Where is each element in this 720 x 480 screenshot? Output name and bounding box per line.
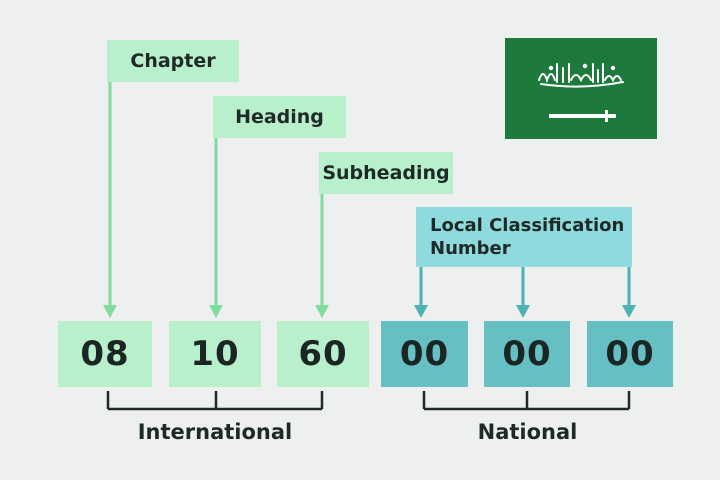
- digit-box-subheading: 60: [277, 321, 369, 387]
- subheading-text: Subheading: [322, 162, 450, 184]
- digit-subheading: 60: [298, 334, 348, 374]
- digit-box-heading: 10: [169, 321, 261, 387]
- digit-national-1: 00: [399, 334, 450, 374]
- local-classification-line1: Local Classification: [430, 215, 625, 236]
- digit-national-3: 00: [605, 334, 655, 374]
- digit-national-2: 00: [502, 334, 552, 374]
- subheading-label: Subheading: [319, 152, 453, 194]
- local-classification-line2: Number: [430, 238, 511, 259]
- digit-chapter: 08: [80, 334, 130, 374]
- sword-icon: [549, 110, 616, 122]
- national-label: National: [477, 420, 578, 444]
- digit-box-chapter: 08: [58, 321, 152, 387]
- local-classification-label: Local Classification Number: [416, 207, 632, 267]
- international-label: International: [137, 420, 293, 444]
- saudi-flag: [505, 38, 657, 139]
- national-bracket: [422, 391, 631, 411]
- digit-box-national-1: 00: [381, 321, 468, 387]
- flag-emblem: [538, 63, 624, 122]
- international-bracket: [106, 391, 324, 411]
- heading-label: Heading: [213, 96, 346, 138]
- digit-heading: 10: [190, 334, 240, 374]
- digit-box-national-2: 00: [484, 321, 570, 387]
- chapter-label: Chapter: [107, 40, 239, 82]
- heading-text: Heading: [235, 106, 324, 128]
- chapter-text: Chapter: [130, 50, 216, 72]
- digit-box-national-3: 00: [587, 321, 673, 387]
- flag-calligraphy: [538, 63, 624, 88]
